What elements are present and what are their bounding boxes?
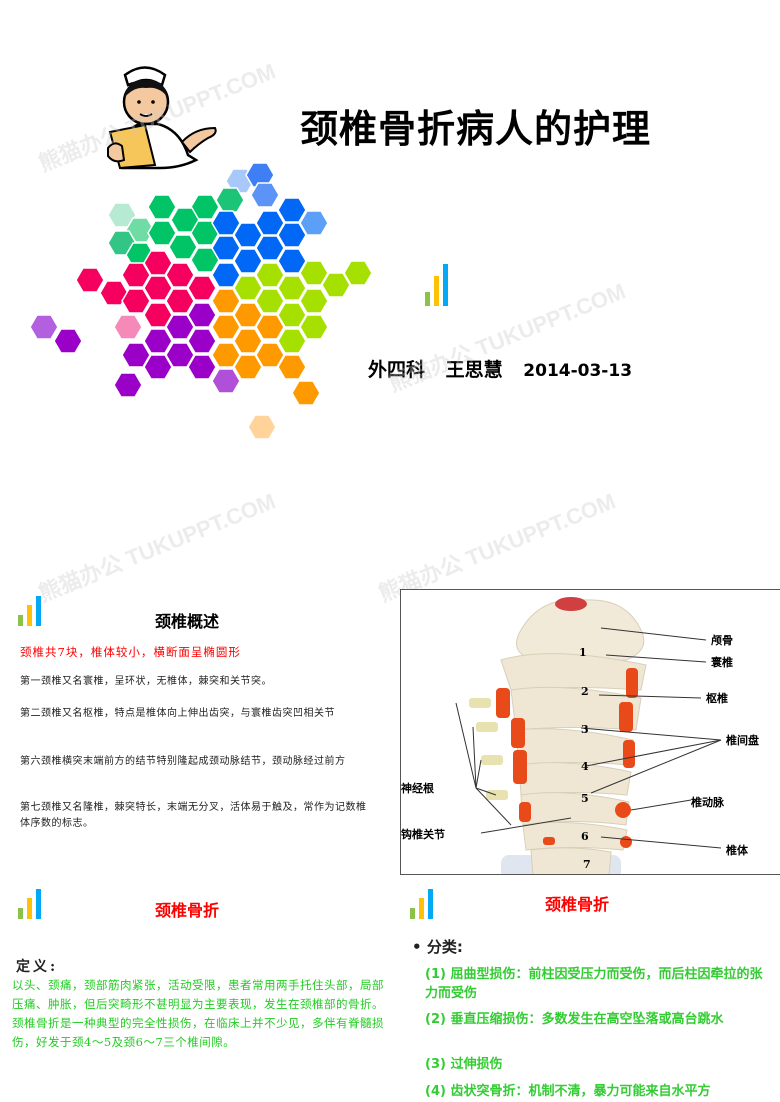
- label-uncovertebral-joint: 钩椎关节: [401, 828, 445, 841]
- overview-paragraph: 第六颈椎横突末端前方的结节特别隆起成颈动脉结节，颈动脉经过前方: [20, 756, 346, 767]
- bar-chart-icon: [18, 889, 41, 919]
- author-name: 王思慧: [445, 359, 503, 381]
- cervical-spine-diagram: 1 2 3 4 5 6 7 颅骨 寰椎 枢椎 椎间盘 神经根 椎动脉 钩椎关节 …: [400, 589, 780, 875]
- overview-paragraph: 第二颈椎又名枢椎，特点是椎体向上伸出齿突，与寰椎齿突凹相关节: [20, 708, 335, 719]
- spine-illustration: [455, 597, 722, 874]
- overview-paragraph: 第一颈椎又名寰椎，呈环状，无椎体，棘突和关节突。: [20, 676, 272, 687]
- vertebra-number: 7: [583, 858, 591, 871]
- overview-paragraph: 第七颈椎又名隆椎，棘突特长，末端无分叉，活体易于触及，常作为记数椎体序数的标志。: [20, 802, 367, 829]
- classification-item: (1) 屈曲型损伤：前柱因受压力而受伤，而后柱因牵拉的张力而受伤: [425, 967, 763, 1001]
- definition-text: 以头、颈痛，颈部筋肉紧张，活动受限，患者常用两手托住头部，局部压痛、肿胀，但后突…: [12, 978, 384, 1049]
- vertebra-number: 1: [579, 646, 587, 659]
- label-disc: 椎间盘: [726, 734, 759, 747]
- nurse-illustration: [107, 66, 217, 170]
- bar-chart-icon: [410, 889, 433, 919]
- bar-chart-icon: [18, 596, 41, 626]
- bullet-icon: •: [412, 938, 427, 956]
- hexagon-decoration: [30, 162, 373, 440]
- fracture-title-left: 颈椎骨折: [155, 901, 220, 920]
- vertebra-number: 5: [581, 792, 589, 805]
- overview-title: 颈椎概述: [155, 612, 220, 631]
- title-slide: 颈椎骨折病人的护理: [30, 58, 652, 440]
- author-line: 外四科 王思慧 2014-03-13: [368, 355, 646, 382]
- label-nerve-root: 神经根: [401, 782, 434, 795]
- label-vertebral-artery: 椎动脉: [691, 796, 724, 809]
- vertebra-number: 4: [581, 760, 589, 773]
- vertebra-number: 3: [581, 723, 589, 736]
- definition-label: 定义:: [16, 959, 59, 975]
- label-vertebral-body: 椎体: [726, 844, 748, 857]
- vertebra-number: 6: [581, 830, 589, 843]
- classification-item: (2) 垂直压缩损伤：多数发生在高空坠落或高台跳水: [425, 1012, 724, 1027]
- classification-item: (3) 过伸损伤: [425, 1057, 503, 1072]
- classification-heading: • 分类:: [412, 936, 463, 957]
- date: 2014-03-13: [523, 361, 633, 381]
- bar-chart-icon: [425, 264, 448, 306]
- department: 外四科: [368, 359, 426, 381]
- classification-label: 分类:: [426, 938, 463, 956]
- overview-highlight: 颈椎共7块，椎体较小，横断面呈椭圆形: [20, 645, 241, 659]
- label-occipital: 颅骨: [711, 634, 733, 647]
- presentation-title: 颈椎骨折病人的护理: [300, 107, 652, 151]
- vertebra-number: 2: [581, 685, 589, 698]
- label-atlas: 寰椎: [711, 656, 733, 669]
- fracture-title-right: 颈椎骨折: [545, 895, 610, 914]
- label-axis: 枢椎: [706, 692, 728, 705]
- classification-item: (4) 齿状突骨折：机制不清，暴力可能来自水平方: [425, 1084, 711, 1099]
